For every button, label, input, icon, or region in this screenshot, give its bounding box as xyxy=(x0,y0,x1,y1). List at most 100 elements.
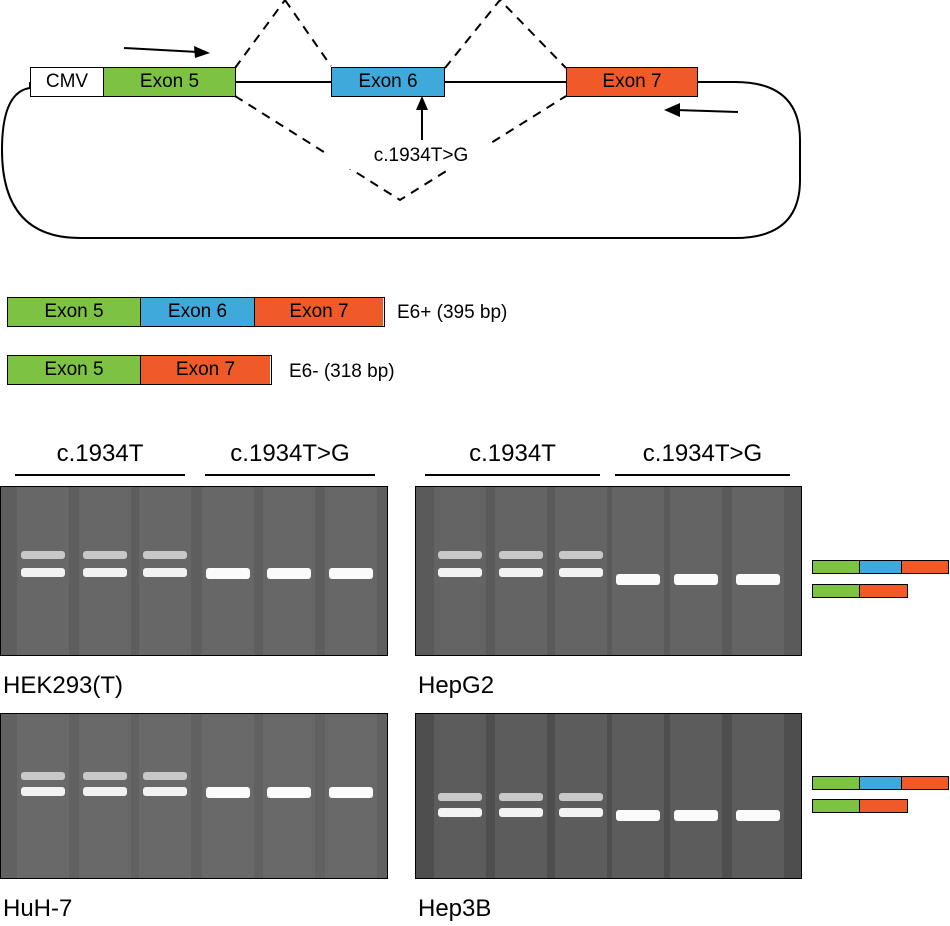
band-e6-minus xyxy=(83,787,127,796)
gel-label-hep3b: Hep3B xyxy=(418,895,492,922)
product-e6-minus-label: E6- (318 bp) xyxy=(289,361,395,382)
reverse-primer-arrowhead xyxy=(664,103,680,117)
band-e6-minus xyxy=(21,787,65,796)
gel-lane xyxy=(670,487,722,655)
gel-hepg2 xyxy=(415,486,802,656)
gel-label-hek293t: HEK293(T) xyxy=(3,672,124,699)
splice-skipping-path xyxy=(234,95,567,202)
gel-hek293t xyxy=(0,486,388,656)
gel-hep3b xyxy=(415,713,802,879)
gel-image xyxy=(1,487,387,655)
band-e6-minus xyxy=(206,568,250,579)
product-exon5-segment: Exon 5 xyxy=(8,356,141,384)
band-e6-minus xyxy=(674,574,718,585)
band-e6-minus xyxy=(616,810,660,821)
legend-exon6 xyxy=(860,777,902,789)
gel-lane xyxy=(670,714,722,878)
band-e6-plus xyxy=(559,793,603,801)
legend-exon5 xyxy=(813,561,861,573)
product-exon7-segment: Exon 7 xyxy=(141,356,270,384)
gel-lane xyxy=(732,714,784,878)
band-e6-minus xyxy=(438,808,482,817)
band-e6-plus xyxy=(438,793,482,801)
product-e6-plus-label: E6+ (395 bp) xyxy=(397,302,508,323)
band-e6-plus xyxy=(499,793,543,801)
band-e6-minus xyxy=(736,810,780,821)
band-e6-plus xyxy=(143,551,187,559)
legend-exon5 xyxy=(813,800,861,812)
gel-lane xyxy=(612,487,664,655)
right-wt-underline xyxy=(425,474,600,476)
gel-background xyxy=(1,714,387,878)
splice-inclusion-path xyxy=(284,0,332,67)
band-e6-minus xyxy=(267,568,311,579)
product-e6-minus: Exon 5 Exon 7 xyxy=(7,355,272,385)
right-wt-header: c.1934T xyxy=(469,440,556,467)
left-wt-underline xyxy=(15,474,185,476)
forward-primer-arrowhead xyxy=(194,46,210,58)
legend-e6-minus-lower xyxy=(812,799,908,813)
legend-exon5 xyxy=(813,777,861,789)
legend-exon6 xyxy=(860,561,902,573)
band-e6-minus xyxy=(21,568,65,577)
band-e6-plus xyxy=(143,772,187,780)
legend-e6-plus-upper xyxy=(812,560,949,574)
plasmid-diagram xyxy=(0,0,801,239)
band-e6-plus xyxy=(83,772,127,780)
reverse-primer-arrow xyxy=(675,109,739,113)
gel-lane xyxy=(612,714,664,878)
band-e6-minus xyxy=(559,808,603,817)
gel-image xyxy=(416,714,801,878)
mutation-arrowhead xyxy=(416,96,428,110)
band-e6-minus xyxy=(499,808,543,817)
exon6-box: Exon 6 xyxy=(331,67,445,97)
left-wt-header: c.1934T xyxy=(56,440,144,467)
legend-exon7 xyxy=(860,585,907,597)
band-e6-minus xyxy=(206,787,250,798)
left-mut-underline xyxy=(205,474,375,476)
legend-exon7 xyxy=(901,561,948,573)
band-e6-minus xyxy=(736,574,780,585)
band-e6-minus xyxy=(616,574,660,585)
band-e6-minus xyxy=(143,568,187,577)
band-e6-minus xyxy=(674,810,718,821)
left-mut-header: c.1934T>G xyxy=(230,440,350,467)
exon7-label: Exon 7 xyxy=(602,71,662,92)
legend-exon7 xyxy=(860,800,907,812)
gel-background xyxy=(1,487,387,655)
band-e6-minus xyxy=(499,568,543,577)
exon5-box: Exon 5 xyxy=(103,67,236,97)
band-e6-plus xyxy=(499,551,543,559)
legend-e6-plus-lower xyxy=(812,776,949,790)
product-exon7-segment: Exon 7 xyxy=(255,298,383,326)
right-mut-header: c.1934T>G xyxy=(642,440,763,467)
exon6-label: Exon 6 xyxy=(358,71,418,92)
gel-label-hepg2: HepG2 xyxy=(418,672,495,699)
band-e6-plus xyxy=(21,551,65,559)
mutation-label: c.1934T>G xyxy=(326,143,516,169)
band-e6-minus xyxy=(83,568,127,577)
cmv-label: CMV xyxy=(45,71,89,92)
band-e6-minus xyxy=(438,568,482,577)
product-exon6-segment: Exon 6 xyxy=(141,298,255,326)
legend-exon7 xyxy=(901,777,948,789)
splice-inclusion-path xyxy=(444,0,567,69)
band-e6-plus xyxy=(21,772,65,780)
gel-huh7 xyxy=(0,713,388,879)
band-e6-minus xyxy=(267,787,311,798)
gel-image xyxy=(1,714,387,878)
exon7-box: Exon 7 xyxy=(566,67,698,97)
gel-image xyxy=(416,487,801,655)
right-mut-underline xyxy=(615,474,790,476)
plasmid-backbone xyxy=(0,81,801,239)
band-e6-minus xyxy=(559,568,603,577)
gel-label-huh7: HuH-7 xyxy=(3,895,73,922)
band-e6-minus xyxy=(143,787,187,796)
band-e6-plus xyxy=(438,551,482,559)
gel-lane xyxy=(732,487,784,655)
product-e6-plus: Exon 5 Exon 6 Exon 7 xyxy=(7,297,385,327)
exon5-label: Exon 5 xyxy=(139,71,200,92)
product-exon5-segment: Exon 5 xyxy=(8,298,141,326)
legend-exon5 xyxy=(813,585,861,597)
band-e6-plus xyxy=(83,551,127,559)
